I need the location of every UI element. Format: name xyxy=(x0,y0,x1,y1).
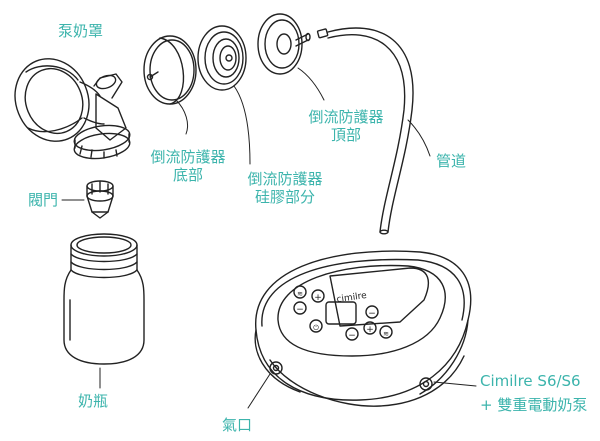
label-backflow-bottom-line1: 倒流防護器 xyxy=(150,148,226,166)
label-air-port: 氣口 xyxy=(222,416,253,434)
svg-text:+: + xyxy=(314,293,322,303)
label-backflow-bottom-line2: 底部 xyxy=(172,166,203,184)
backflow-protector-top xyxy=(257,13,311,75)
label-pump-model-line1: Cimilre S6/S6 xyxy=(480,372,581,390)
label-bottle: 奶瓶 xyxy=(78,392,109,410)
valve xyxy=(86,180,114,219)
leader-lines xyxy=(61,67,477,409)
svg-text:⏻: ⏻ xyxy=(313,324,319,332)
pump-device xyxy=(254,250,472,407)
svg-text:≋: ≋ xyxy=(383,330,389,338)
svg-text:≋: ≋ xyxy=(297,290,303,298)
label-flange: 泵奶罩 xyxy=(58,22,104,40)
label-backflow-silicone-line2: 硅膠部分 xyxy=(254,188,315,206)
label-backflow-bottom: 倒流防護器 底部 xyxy=(146,148,230,184)
label-tubing: 管道 xyxy=(436,152,467,170)
device-brand-logo: cimilre xyxy=(336,291,368,305)
label-valve: 閥門 xyxy=(28,191,59,209)
label-backflow-top: 倒流防護器 頂部 xyxy=(304,108,388,144)
svg-text:+: + xyxy=(366,325,374,335)
svg-text:−: − xyxy=(368,309,376,319)
svg-text:−: − xyxy=(296,305,304,315)
label-backflow-top-line1: 倒流防護器 xyxy=(308,108,384,126)
svg-text:−: − xyxy=(348,331,356,341)
label-pump-model-line2: + 雙重電動奶泵 xyxy=(480,396,588,414)
label-backflow-silicone: 倒流防護器 硅膠部分 xyxy=(238,170,332,206)
breast-shield xyxy=(14,58,131,160)
bottle xyxy=(63,233,145,365)
label-backflow-silicone-line1: 倒流防護器 xyxy=(247,170,323,188)
label-backflow-top-line2: 頂部 xyxy=(330,126,361,144)
tubing xyxy=(316,27,414,235)
label-pump-model: Cimilre S6/S6 + 雙重電動奶泵 xyxy=(480,372,587,414)
backflow-protector-bottom xyxy=(143,35,197,105)
backflow-protector-silicone xyxy=(197,25,247,91)
